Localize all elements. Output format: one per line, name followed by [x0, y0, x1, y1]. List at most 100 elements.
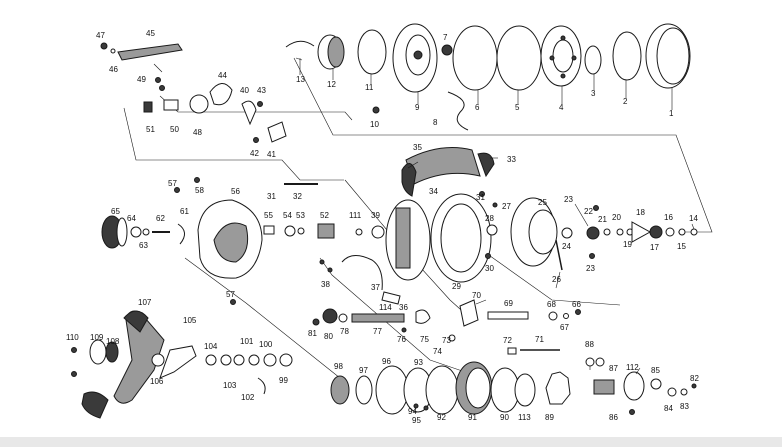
part-20	[616, 228, 624, 236]
part-10-screw	[372, 106, 380, 114]
label-67: 67	[560, 323, 569, 332]
part-53	[297, 227, 305, 235]
label-46: 46	[109, 65, 118, 74]
part-114	[381, 291, 401, 305]
label-4: 4	[559, 103, 564, 112]
label-5: 5	[515, 103, 520, 112]
label-86: 86	[609, 413, 618, 422]
part-110	[71, 347, 77, 353]
left-side-assembly	[101, 177, 385, 305]
part-63	[142, 228, 150, 236]
label-95: 95	[412, 416, 421, 425]
label-80: 80	[324, 332, 333, 341]
part-7-gear	[441, 44, 453, 56]
label-44: 44	[218, 71, 227, 80]
part-43	[257, 101, 263, 107]
part-49-screw	[155, 77, 161, 83]
label-103: 103	[223, 381, 237, 390]
part-97	[355, 375, 373, 405]
lever-assembly	[100, 42, 287, 143]
part-80	[322, 308, 338, 324]
part-13-clip	[285, 40, 315, 48]
label-102: 102	[241, 393, 255, 402]
part-50	[163, 99, 179, 111]
part-74	[448, 334, 456, 342]
label-26: 26	[552, 275, 561, 284]
part-17	[649, 225, 663, 239]
label-29: 29	[452, 282, 461, 291]
label-11: 11	[365, 83, 374, 92]
label-70: 70	[472, 291, 481, 300]
part-42-screw	[253, 137, 259, 143]
label-109: 109	[90, 333, 104, 342]
label-84: 84	[664, 404, 673, 413]
label-81: 81	[308, 329, 317, 338]
label-36: 36	[399, 303, 408, 312]
label-69: 69	[504, 299, 513, 308]
label-97: 97	[359, 366, 368, 375]
label-96: 96	[382, 357, 391, 366]
part-82	[691, 383, 697, 389]
part-16	[665, 227, 675, 237]
handle-assembly	[71, 310, 293, 419]
label-88: 88	[585, 340, 594, 349]
part-106	[151, 353, 165, 367]
label-38: 38	[321, 280, 330, 289]
part-15	[678, 228, 686, 236]
label-27: 27	[502, 202, 511, 211]
label-31a: 31	[267, 192, 276, 201]
label-94: 94	[408, 407, 417, 416]
part-87-pinion	[593, 379, 615, 395]
label-90: 90	[500, 413, 509, 422]
part-8-spring	[447, 91, 469, 131]
part-23a	[593, 205, 599, 211]
part-92	[425, 365, 459, 415]
label-17: 17	[650, 243, 659, 252]
label-35: 35	[413, 143, 422, 152]
label-68: 68	[547, 300, 556, 309]
label-7: 7	[443, 33, 448, 42]
part-57a-screw	[174, 187, 180, 193]
label-47: 47	[96, 31, 105, 40]
part-37-wire	[341, 255, 383, 291]
label-113: 113	[518, 413, 531, 422]
part-31	[479, 191, 485, 197]
part-47-screw	[100, 42, 108, 50]
label-1: 1	[669, 109, 674, 118]
label-54: 54	[283, 211, 292, 220]
part-85	[650, 378, 662, 390]
part-52	[317, 223, 335, 239]
label-100: 100	[259, 340, 273, 349]
part-81	[312, 318, 320, 326]
label-101: 101	[240, 337, 254, 346]
part-55	[263, 225, 275, 235]
part-23b	[589, 253, 595, 259]
part-113	[514, 373, 536, 407]
part-51	[143, 101, 153, 113]
label-32: 32	[293, 192, 302, 201]
part-69	[487, 311, 529, 320]
label-89: 89	[545, 413, 554, 422]
label-92: 92	[437, 413, 446, 422]
part-6-ring	[452, 25, 498, 91]
part-21	[603, 228, 611, 236]
label-112: 112	[626, 363, 639, 372]
label-66: 66	[572, 300, 581, 309]
label-77: 77	[373, 327, 382, 336]
label-19: 19	[623, 240, 632, 249]
part-labels: 1 2 3 4 5 6 7 8 9 10 11 12 13 14 15 16 1…	[66, 29, 699, 425]
part-46	[110, 48, 116, 54]
part-83	[680, 388, 688, 396]
label-42: 42	[250, 149, 259, 158]
part-41	[267, 121, 287, 143]
part-70	[459, 299, 479, 327]
part-72	[507, 347, 517, 355]
label-73: 73	[442, 336, 451, 345]
label-78: 78	[340, 327, 349, 336]
part-33	[477, 152, 495, 178]
label-93: 93	[414, 358, 423, 367]
label-106: 106	[150, 377, 164, 386]
label-13: 13	[296, 75, 305, 84]
label-3: 3	[591, 89, 596, 98]
